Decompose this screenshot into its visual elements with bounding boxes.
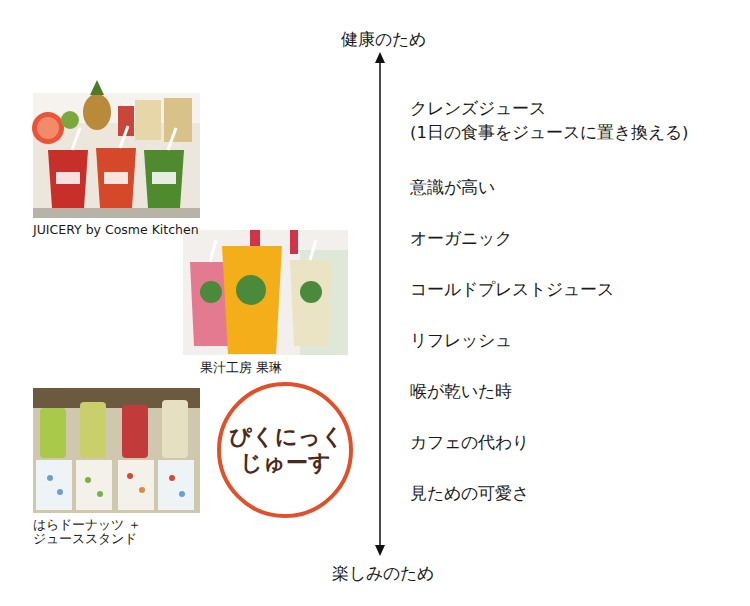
juice-photo	[183, 230, 348, 355]
axis-label: 健康のため	[338, 27, 429, 52]
attribute-text: コールドプレストジュース	[410, 278, 614, 302]
attribute-text: 意識が高い	[410, 176, 495, 200]
photo-caption: 果汁工房 果琳	[200, 361, 282, 375]
attribute-text: カフェの代わり	[410, 431, 529, 455]
photo-caption: はらドーナッツ ＋ジューススタンド	[33, 518, 158, 547]
attribute-text: クレンズジュース (1日の食事をジュースに置き換える)	[410, 97, 730, 145]
attribute-text: 喉が乾いた時	[410, 380, 512, 404]
axis-arrow	[375, 52, 385, 556]
attribute-text: リフレッシュ	[410, 329, 512, 353]
logo-circle: ぴくにっく じゅーす	[216, 381, 354, 519]
juice-photo	[32, 80, 200, 218]
attribute-text: 見ための可愛さ	[410, 482, 529, 506]
photo-caption: JUICERY by Cosme Kitchen	[33, 223, 208, 237]
logo-text: ぴくにっく じゅーす	[229, 424, 341, 477]
attribute-text: オーガニック	[410, 227, 512, 251]
juice-photo	[33, 388, 200, 513]
axis-label: 楽しみのため	[329, 561, 437, 586]
